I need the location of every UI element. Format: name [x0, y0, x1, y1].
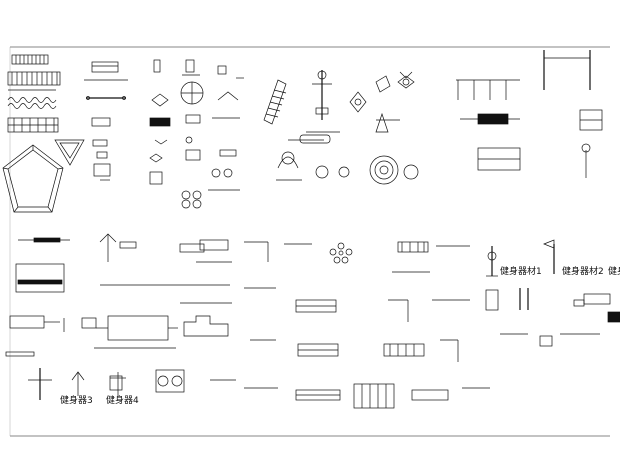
small-elements-column — [208, 65, 244, 191]
pentagon-pavilion-plan — [2, 139, 85, 213]
label-fitness-equipment-partial: 健身器 — [608, 267, 620, 277]
fitness-equipment-bottom-left — [71, 371, 126, 396]
flower-bed-plan — [329, 241, 449, 409]
label-fitness-equipment-4: 健身器4 — [106, 396, 139, 406]
round-table-plans — [276, 151, 419, 185]
label-fitness-equipment-3: 健身器3 — [60, 396, 93, 406]
bench-set-middle — [100, 239, 232, 337]
sheet-frame — [9, 46, 610, 437]
stool-plans-column — [149, 59, 204, 209]
label-fitness-equipment-1: 健身器材1 — [500, 267, 542, 277]
stroke-details-right — [432, 245, 490, 389]
equipment-elevations-right-top — [456, 50, 603, 178]
rail-details-center — [244, 241, 341, 401]
label-fitness-equipment-2: 健身器材2 — [562, 267, 604, 277]
climbing-ladder-elevation — [263, 79, 287, 125]
fence-elevation-group — [7, 54, 61, 133]
fitness-equipment-group-left — [5, 233, 236, 400]
fitness-equipment-group-right — [485, 239, 620, 347]
fitness-machine-elevations-top — [288, 70, 415, 144]
bench-details-column — [84, 61, 128, 181]
